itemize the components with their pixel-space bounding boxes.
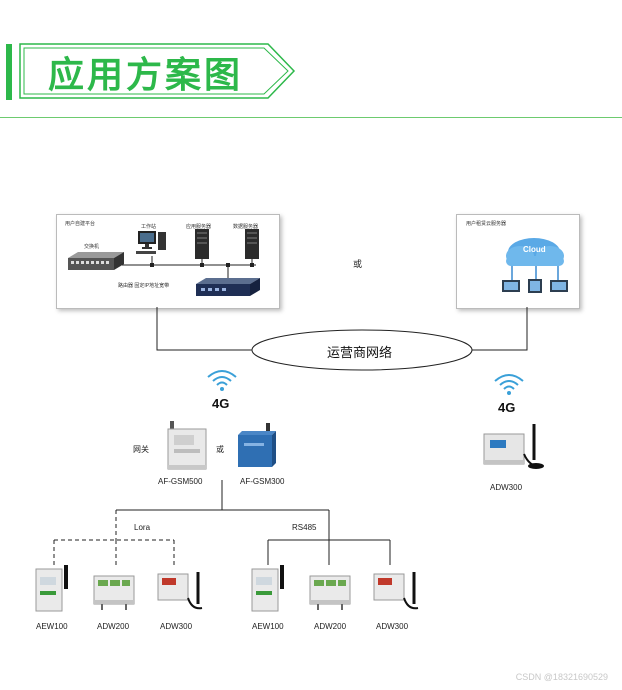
router-label: 路由器 固定IP地址宽带 xyxy=(118,283,170,289)
or-label-top: 或 xyxy=(353,259,363,269)
bottom-left-aew100-label: AEW100 xyxy=(36,622,68,631)
self-built-network-drawing xyxy=(122,256,256,278)
af-gsm300-device-icon xyxy=(238,423,276,467)
af-gsm500-device-icon xyxy=(167,421,207,470)
workstation-label: 工作站 xyxy=(141,224,157,230)
wifi-icon-left xyxy=(207,370,237,391)
band-4g-left: 4G xyxy=(212,396,230,411)
app-server-icon xyxy=(195,229,209,259)
aew100-left-device-icon xyxy=(35,565,68,612)
switch-icon xyxy=(68,252,124,270)
adw300-right-device-icon xyxy=(483,424,544,469)
bottom-right-adw300-label: ADW300 xyxy=(376,622,409,631)
adw300-right-group-device-icon xyxy=(373,572,419,610)
or-label-gateway: 或 xyxy=(216,445,224,454)
bottom-left-adw200-label: ADW200 xyxy=(97,622,130,631)
cloud-text: Cloud xyxy=(523,245,546,254)
rs485-label: RS485 xyxy=(292,523,317,532)
adw200-left-device-icon xyxy=(93,575,135,610)
app-server-label: 应用服务器 xyxy=(186,224,212,230)
header-underline xyxy=(0,117,622,118)
watermark: CSDN @18321690529 xyxy=(515,672,608,682)
page-title: 应用方案图 xyxy=(48,55,244,96)
db-server-icon xyxy=(245,229,259,259)
router-icon xyxy=(196,278,260,296)
db-server-label: 数据服务器 xyxy=(233,224,259,230)
cloud-icon xyxy=(502,238,568,293)
gateway2-name: AF-GSM300 xyxy=(240,477,285,486)
operator-network-label: 运营商网络 xyxy=(327,345,393,360)
bottom-right-aew100-label: AEW100 xyxy=(252,622,284,631)
gateway-label: 网关 xyxy=(133,445,149,454)
adw300-left-device-icon xyxy=(157,572,203,610)
switch-label: 交换机 xyxy=(84,244,100,250)
cloud-box-label: 用户租赁云服务器 xyxy=(466,221,507,227)
wifi-icon-right xyxy=(494,374,524,395)
aew100-right-device-icon xyxy=(251,565,284,612)
lora-label: Lora xyxy=(134,523,151,532)
adw300-right-name: ADW300 xyxy=(490,483,523,492)
header-accent-bar xyxy=(6,44,12,100)
bottom-right-adw200-label: ADW200 xyxy=(314,622,347,631)
workstation-icon xyxy=(136,231,166,254)
header-banner-frame xyxy=(19,43,296,99)
gateway1-name: AF-GSM500 xyxy=(158,477,203,486)
bottom-left-adw300-label: ADW300 xyxy=(160,622,193,631)
adw200-right-device-icon xyxy=(309,575,351,610)
band-4g-right: 4G xyxy=(498,400,516,415)
platform-label: 用户自建平台 xyxy=(65,221,96,227)
